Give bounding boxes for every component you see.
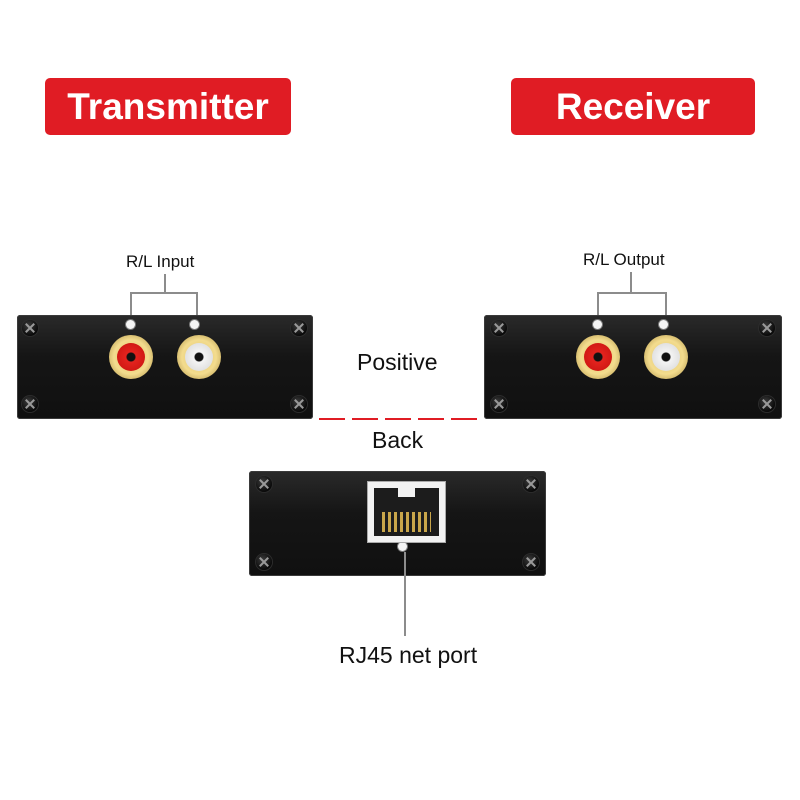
transmitter-ports-label: R/L Input <box>126 252 195 271</box>
receiver-leader-stem <box>630 272 632 292</box>
screw-icon <box>759 396 775 412</box>
front-view-label: Positive <box>357 349 438 375</box>
led-indicator-icon <box>190 320 199 329</box>
screw-icon <box>491 320 507 336</box>
led-indicator-icon <box>398 542 407 551</box>
rj45-port-icon <box>367 481 446 543</box>
transmitter-badge: Transmitter <box>45 78 291 135</box>
screw-icon <box>22 396 38 412</box>
screw-icon <box>256 476 272 492</box>
back-view-label: Back <box>372 427 424 453</box>
screw-icon <box>291 320 307 336</box>
receiver-title: Receiver <box>555 86 711 127</box>
rca-jack-red-icon <box>109 335 153 379</box>
transmitter-leader-bracket <box>130 292 198 323</box>
screw-icon <box>22 320 38 336</box>
receiver-ports-label: R/L Output <box>583 250 665 269</box>
screw-icon <box>759 320 775 336</box>
transmitter-panel <box>17 315 313 419</box>
view-divider <box>319 418 478 420</box>
receiver-badge: Receiver <box>511 78 755 135</box>
rca-jack-red-icon <box>576 335 620 379</box>
receiver-leader-bracket <box>597 292 667 323</box>
led-indicator-icon <box>659 320 668 329</box>
transmitter-title: Transmitter <box>67 86 269 127</box>
screw-icon <box>523 554 539 570</box>
screw-icon <box>291 396 307 412</box>
rca-jack-white-icon <box>644 335 688 379</box>
receiver-panel <box>484 315 782 419</box>
led-indicator-icon <box>126 320 135 329</box>
screw-icon <box>256 554 272 570</box>
rj45-leader-line <box>404 552 406 636</box>
rca-jack-white-icon <box>177 335 221 379</box>
led-indicator-icon <box>593 320 602 329</box>
rj45-port-label: RJ45 net port <box>339 642 478 668</box>
transmitter-leader-stem <box>164 274 166 292</box>
screw-icon <box>491 396 507 412</box>
screw-icon <box>523 476 539 492</box>
